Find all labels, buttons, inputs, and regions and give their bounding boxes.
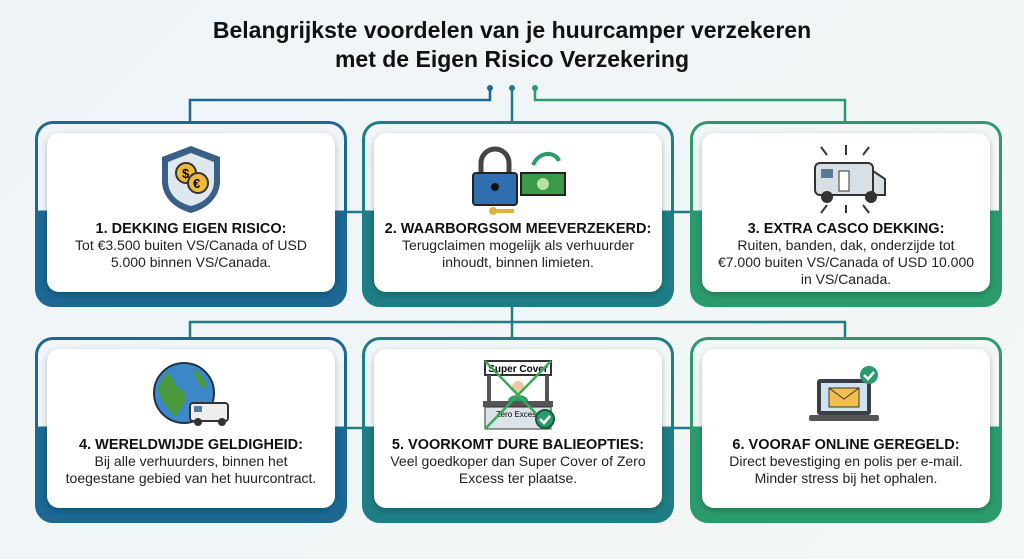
laptop-email-icon [809, 366, 879, 421]
shield-coins-icon: $€ [162, 146, 220, 213]
card-title: 1. DEKKING EIGEN RISICO: [95, 221, 287, 237]
card-title: 6. VOORAF ONLINE GEREGELD: [732, 437, 960, 453]
card-6-frame: 6. VOORAF ONLINE GEREGELD:Direct bevesti… [690, 337, 1002, 523]
svg-text:€: € [193, 176, 200, 191]
card-title: 3. EXTRA CASCO DEKKING: [747, 221, 945, 237]
sign-super-cover: Super Cover [488, 364, 548, 375]
card-4-frame: 4. WERELDWIJDE GELDIGHEID:Bij alle verhu… [35, 337, 347, 523]
card-description: Direct bevestiging en polis per e-mail. … [729, 453, 963, 486]
card-2-frame: 2. WAARBORGSOM MEEVERZEKERD:Terugclaimen… [362, 121, 674, 307]
card-6: 6. VOORAF ONLINE GEREGELD:Direct bevesti… [702, 349, 990, 508]
card-title: 2. WAARBORGSOM MEEVERZEKERD: [384, 221, 652, 237]
card-3-frame: 3. EXTRA CASCO DEKKING:Ruiten, banden, d… [690, 121, 1002, 307]
card-description: Tot €3.500 buiten VS/Canada of USD 5.000… [75, 237, 307, 270]
card-title: 5. VOORKOMT DURE BALIEOPTIES: [391, 437, 645, 453]
sign-zero-excess: Zero Excess [496, 410, 540, 419]
globe-camper-icon [153, 362, 229, 426]
card-3: 3. EXTRA CASCO DEKKING:Ruiten, banden, d… [702, 133, 990, 292]
title-line-2: met de Eigen Risico Verzekering [334, 46, 690, 72]
camper-icon [814, 145, 886, 214]
lock-money-icon [472, 146, 566, 215]
card-title: 4. WERELDWIJDE GELDIGHEID: [79, 437, 303, 453]
card-description: Bij alle verhuurders, binnen het toegest… [65, 453, 317, 486]
card-description: Veel goedkoper dan Super Cover of Zero E… [390, 453, 646, 486]
title-line-1: Belangrijkste voordelen van je huurcampe… [212, 17, 812, 43]
card-description: Terugclaimen mogelijk als verhuurder inh… [402, 237, 634, 270]
svg-text:$: $ [182, 166, 190, 181]
page-title: Belangrijkste voordelen van je huurcampe… [0, 16, 1024, 74]
card-1: $€ 1. DEKKING EIGEN RISICO:Tot €3.500 bu… [47, 133, 335, 292]
card-1-frame: $€ 1. DEKKING EIGEN RISICO:Tot €3.500 bu… [35, 121, 347, 307]
card-description: Ruiten, banden, dak, onderzijde tot €7.0… [717, 237, 975, 287]
card-2: 2. WAARBORGSOM MEEVERZEKERD:Terugclaimen… [374, 133, 662, 292]
card-4: 4. WERELDWIJDE GELDIGHEID:Bij alle verhu… [47, 349, 335, 508]
